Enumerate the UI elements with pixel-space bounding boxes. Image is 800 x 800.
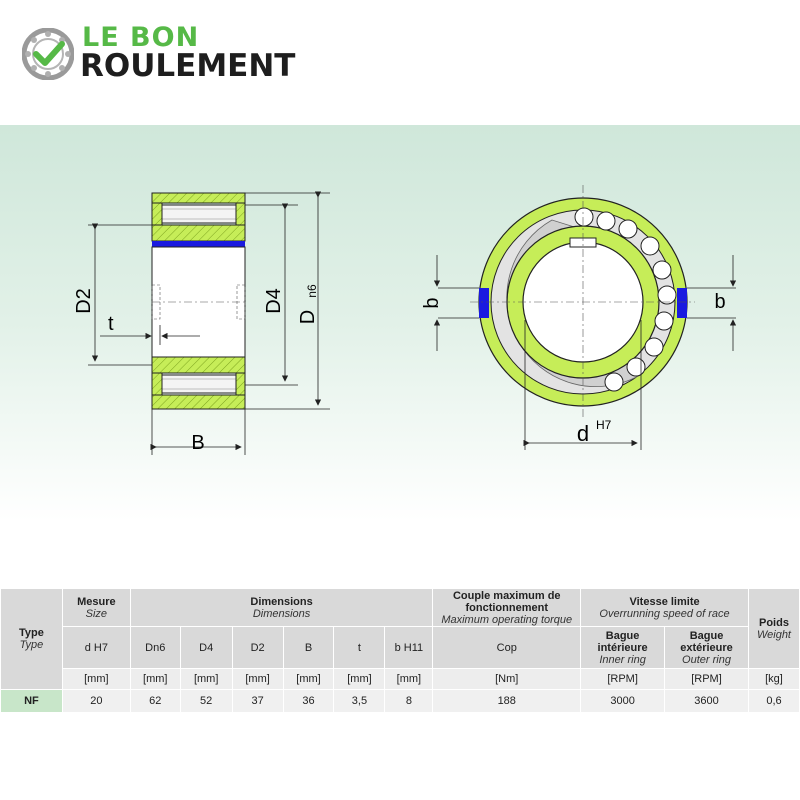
cell-outer: 3600 <box>664 689 749 713</box>
label-B: B <box>191 432 204 454</box>
cell-d: 20 <box>61 689 131 713</box>
label-D2: D2 <box>73 288 95 314</box>
cell-D: 62 <box>129 689 181 713</box>
type-cell: NF <box>0 689 63 713</box>
unit-cell: [mm] <box>179 668 233 690</box>
cell-weight: 0,6 <box>747 689 800 713</box>
cell-t: 3,5 <box>333 689 386 713</box>
col-D4: D4 <box>179 626 233 669</box>
label-d-sup: H7 <box>596 418 612 432</box>
col-bH11: b H11 <box>384 626 434 669</box>
technical-drawing: D2 D4 D n6 t B <box>73 185 737 455</box>
inner-ring-top <box>151 224 246 242</box>
outer-ring-bottom <box>151 394 246 410</box>
header: LE BON ROULEMENT <box>0 0 800 125</box>
label-D-sub: n6 <box>305 284 319 298</box>
col-B: B <box>282 626 335 669</box>
keyway-right <box>677 288 687 318</box>
unit-cell: [mm] <box>384 668 434 690</box>
cell-D2: 37 <box>231 689 284 713</box>
roller-bottom <box>161 374 237 394</box>
keyway-top <box>152 241 245 247</box>
cell-cop: 188 <box>432 689 582 713</box>
logo-line1: LE BON <box>82 22 200 53</box>
unit-cell: [RPM] <box>664 668 749 690</box>
unit-cell: [mm] <box>61 668 131 690</box>
unit-cell: [RPM] <box>580 668 666 690</box>
front-view <box>433 185 737 450</box>
unit-cell: [mm] <box>282 668 335 690</box>
cell-B: 36 <box>282 689 335 713</box>
table-row: NF 20 62 52 37 36 3,5 8 188 3000 3600 0,… <box>0 689 800 713</box>
label-D4: D4 <box>263 288 285 314</box>
unit-cell: [mm] <box>231 668 284 690</box>
roller-top <box>161 204 237 224</box>
outer-ring-top <box>151 192 246 204</box>
cell-inner: 3000 <box>580 689 666 713</box>
side-section-view <box>88 191 330 455</box>
inner-ring-bottom <box>151 356 246 374</box>
cell-D4: 52 <box>179 689 233 713</box>
label-d: d <box>577 421 589 446</box>
col-D2: D2 <box>231 626 284 669</box>
unit-cell: [mm] <box>129 668 181 690</box>
keyway-left <box>479 288 489 318</box>
label-b-left: b <box>421 297 443 308</box>
label-D: D <box>297 310 319 324</box>
bearing-check-logo-icon <box>22 28 74 80</box>
unit-cell: [mm] <box>333 668 386 690</box>
label-b-right: b <box>714 291 725 313</box>
cell-b: 8 <box>384 689 434 713</box>
col-Dn6: Dn6 <box>129 626 181 669</box>
col-cop: Cop <box>432 626 582 669</box>
col-t: t <box>333 626 386 669</box>
col-dH7: d H7 <box>61 626 131 669</box>
unit-cell: [kg] <box>747 668 800 690</box>
label-t: t <box>108 313 114 335</box>
unit-cell: [Nm] <box>432 668 582 690</box>
logo-line2: ROULEMENT <box>80 48 296 84</box>
